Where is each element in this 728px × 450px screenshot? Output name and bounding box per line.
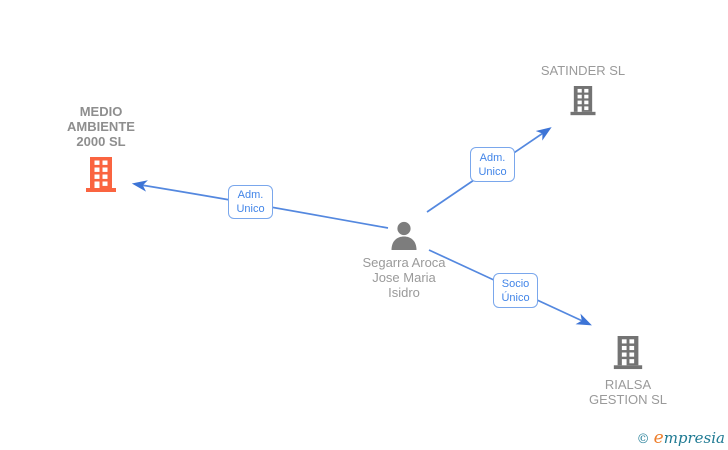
empresia-logo[interactable]: ©empresia [637, 428, 725, 448]
person-node-segarra[interactable]: Segarra Aroca Jose Maria Isidro [359, 221, 449, 300]
company-building-icon[interactable] [612, 336, 644, 370]
company-building-icon[interactable] [85, 157, 117, 193]
person-icon[interactable] [389, 221, 419, 250]
company-node-rialsa[interactable]: RIALSA GESTION SL [568, 336, 688, 407]
edge-label-adm-unico-left: Adm. Unico [228, 185, 273, 219]
edge-label-socio-unico: Socio Único [493, 273, 538, 308]
brand-rest: mpresia [663, 429, 725, 447]
edge-label-text: Socio Único [501, 277, 530, 304]
company-building-icon[interactable] [567, 86, 599, 116]
company-node-satinder[interactable]: SATINDER SL [523, 63, 643, 116]
company-node-medio-ambiente[interactable]: MEDIO AMBIENTE 2000 SL [59, 104, 143, 193]
brand-initial: e [653, 428, 664, 448]
edge-label-adm-unico-right: Adm. Unico [470, 147, 515, 182]
copyright-symbol: © [636, 432, 650, 447]
person-name: Segarra Aroca Jose Maria Isidro [362, 255, 446, 300]
company-name: RIALSA GESTION SL [588, 377, 668, 407]
edge-label-text: Adm. Unico [236, 189, 265, 215]
company-name: SATINDER SL [540, 63, 626, 78]
edge-person-to-medio-ambiente [131, 180, 389, 229]
company-name: MEDIO AMBIENTE 2000 SL [67, 104, 135, 149]
edge-label-text: Adm. Unico [478, 151, 507, 178]
